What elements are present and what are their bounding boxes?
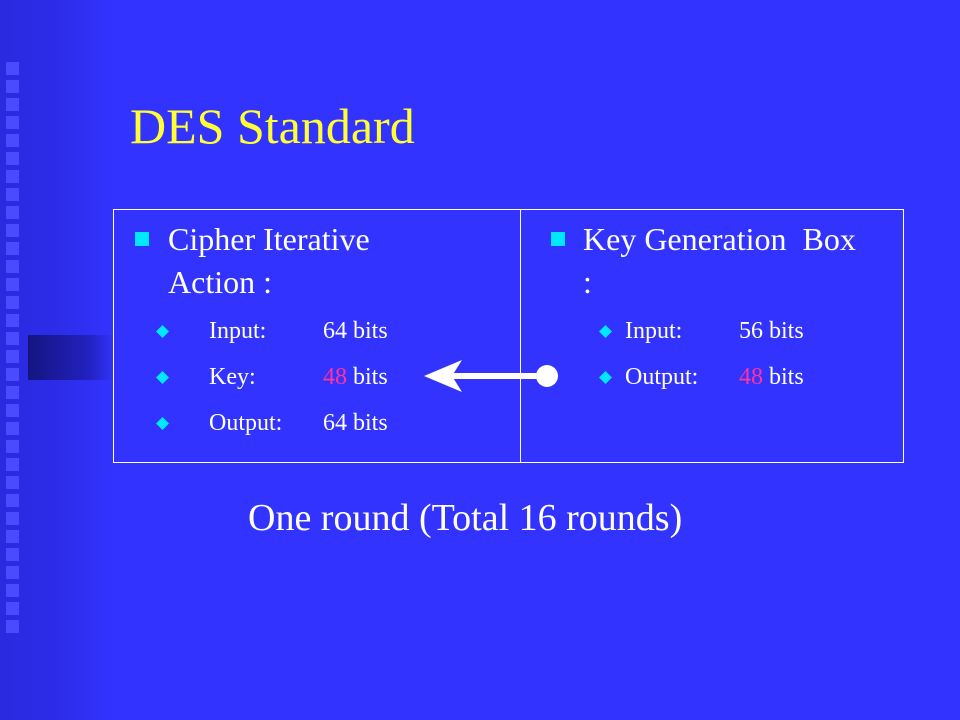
strip-square: [6, 116, 19, 129]
decorative-strip: [0, 0, 115, 720]
strip-square: [6, 602, 19, 615]
cipher-key-label: Key:: [209, 364, 256, 390]
strip-square: [6, 314, 19, 327]
strip-square: [6, 458, 19, 471]
arrow-origin-dot: [536, 365, 558, 387]
strip-square: [6, 530, 19, 543]
strip-square: [6, 332, 19, 345]
diamond-bullet-icon: [156, 371, 169, 384]
key-generation-box: Key Generation Box : Input: 56 bits Outp…: [520, 209, 904, 463]
square-bullet-icon: [135, 232, 149, 246]
strip-square: [6, 548, 19, 561]
cipher-heading: Cipher Iterative Action :: [168, 218, 370, 304]
strip-square: [6, 404, 19, 417]
strip-square: [6, 422, 19, 435]
strip-square: [6, 260, 19, 273]
square-bullet-icon: [551, 232, 565, 246]
keygen-input-value: 56 bits: [739, 318, 804, 344]
keygen-output-label: Output:: [625, 364, 699, 390]
strip-shade: [28, 335, 115, 380]
cipher-input-label: Input:: [209, 318, 267, 344]
cipher-input-value: 64 bits: [323, 318, 388, 344]
strip-square: [6, 152, 19, 165]
strip-square: [6, 206, 19, 219]
strip-square: [6, 512, 19, 525]
strip-square: [6, 98, 19, 111]
round-caption: One round (Total 16 rounds): [248, 497, 683, 539]
cipher-iterative-box: Cipher Iterative Action : Input: 64 bits…: [113, 209, 521, 463]
strip-square: [6, 386, 19, 399]
keygen-heading: Key Generation Box :: [583, 218, 901, 304]
diamond-bullet-icon: [156, 417, 169, 430]
strip-square: [6, 62, 19, 75]
strip-square: [6, 188, 19, 201]
keygen-heading-line2: :: [583, 264, 592, 300]
strip-square: [6, 80, 19, 93]
cipher-key-value: 48 bits: [323, 364, 388, 390]
strip-square: [6, 278, 19, 291]
cipher-output-label: Output:: [209, 410, 283, 436]
strip-square: [6, 476, 19, 489]
strip-square: [6, 440, 19, 453]
diamond-bullet-icon: [599, 371, 612, 384]
strip-square: [6, 620, 19, 633]
strip-square: [6, 566, 19, 579]
slide-title: DES Standard: [130, 98, 415, 154]
keygen-heading-line1: Key Generation Box: [583, 221, 856, 257]
strip-square: [6, 170, 19, 183]
arrow-head: [424, 360, 462, 392]
keygen-input-label: Input:: [625, 318, 683, 344]
cipher-heading-line2: Action :: [168, 264, 272, 300]
cipher-heading-line1: Cipher Iterative: [168, 221, 370, 257]
cipher-output-value: 64 bits: [323, 410, 388, 436]
strip-square: [6, 350, 19, 363]
strip-square: [6, 584, 19, 597]
diamond-bullet-icon: [599, 325, 612, 338]
strip-square: [6, 368, 19, 381]
strip-square: [6, 242, 19, 255]
strip-square: [6, 134, 19, 147]
strip-square: [6, 494, 19, 507]
diamond-bullet-icon: [156, 325, 169, 338]
keygen-output-value: 48 bits: [739, 364, 804, 390]
strip-square: [6, 296, 19, 309]
strip-square: [6, 224, 19, 237]
strip-squares: [6, 62, 28, 638]
